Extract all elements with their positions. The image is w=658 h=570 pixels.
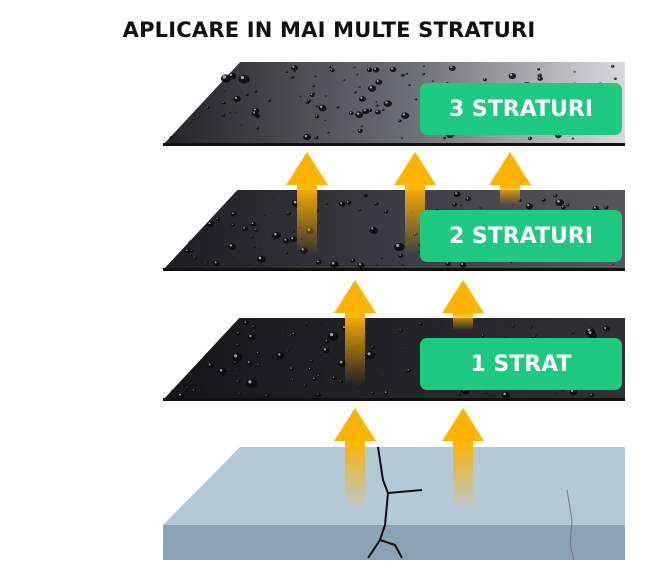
arrow-up-icon <box>286 152 328 255</box>
badge-1-layer: 1 STRAT <box>420 338 622 390</box>
badge-2-layers: 2 STRATURI <box>420 210 622 262</box>
concrete-slab <box>163 446 625 561</box>
arrow-up-icon <box>334 280 376 385</box>
arrow-up-icon <box>489 152 531 205</box>
arrow-up-icon <box>442 408 484 510</box>
diagram-title: APLICARE IN MAI MULTE STRATURI <box>122 18 536 42</box>
arrow-up-icon <box>334 408 376 510</box>
badge-3-layers: 3 STRATURI <box>420 83 622 135</box>
arrow-up-icon <box>442 280 484 330</box>
crack <box>367 446 423 559</box>
